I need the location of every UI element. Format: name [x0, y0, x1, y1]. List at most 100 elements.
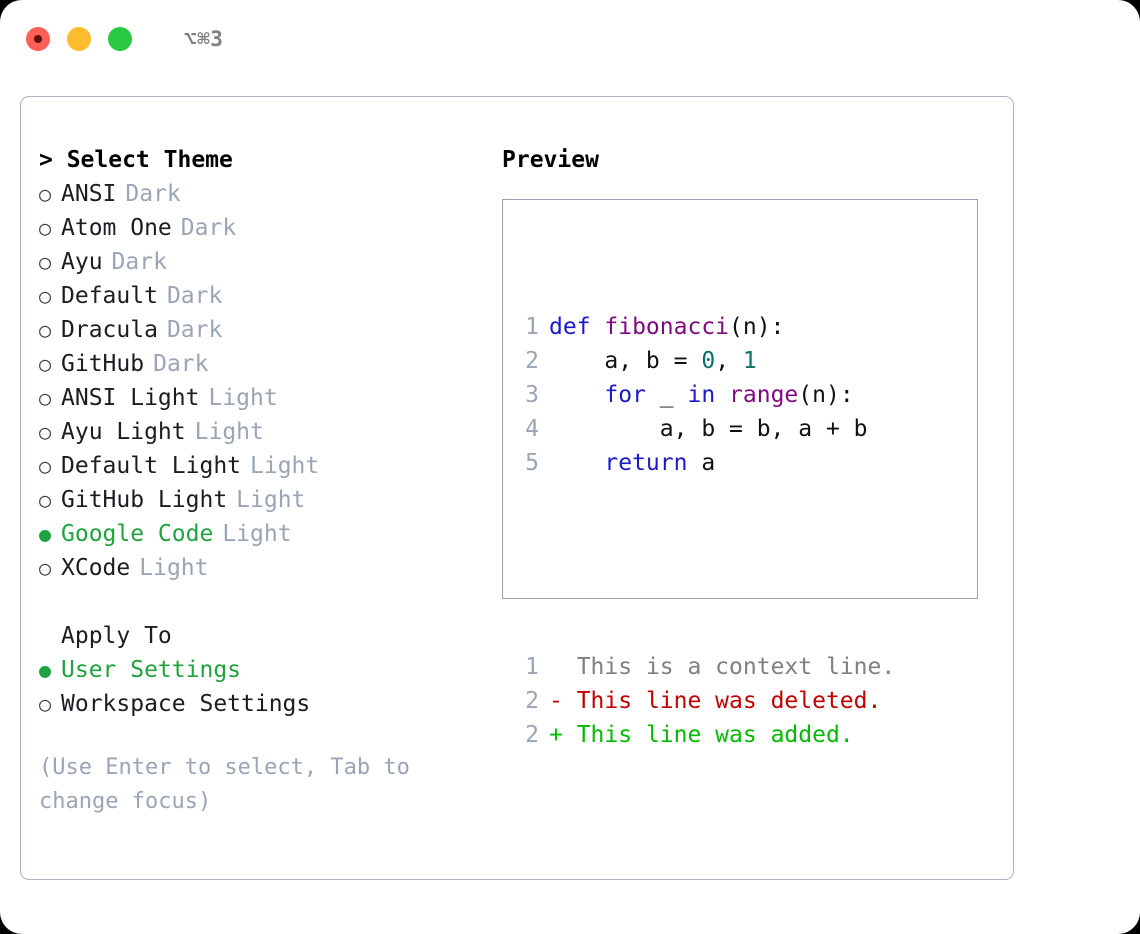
theme-option-label: GitHub: [61, 351, 145, 377]
line-number: 2: [525, 722, 539, 748]
radio-selected-icon: ●: [39, 522, 52, 546]
apply-to-option-label: User Settings: [61, 657, 242, 683]
select-theme-heading: > Select Theme: [39, 147, 233, 173]
radio-unselected-icon: ○: [39, 352, 52, 376]
line-number: 2: [525, 688, 539, 714]
theme-option-label: XCode: [61, 555, 131, 581]
radio-unselected-icon: ○: [39, 250, 52, 274]
code-token: [549, 450, 604, 476]
line-number: 3: [525, 382, 539, 408]
line-number: 1: [525, 314, 539, 340]
theme-variant-tag: Dark: [180, 215, 237, 241]
radio-unselected-icon: ○: [39, 386, 52, 410]
theme-option-label: GitHub Light: [61, 487, 228, 513]
diff-marker: [549, 654, 577, 680]
apply-to-option-label: Workspace Settings: [61, 691, 311, 717]
theme-option-label: Dracula: [61, 317, 158, 343]
radio-unselected-icon: ○: [39, 284, 52, 308]
code-token: _: [645, 382, 688, 408]
diff-marker: +: [549, 722, 577, 748]
code-token: a, b = b, a + b: [549, 416, 868, 442]
theme-option-ansi-light[interactable]: ○ ANSI Light Light: [39, 381, 479, 415]
theme-variant-tag: Light: [250, 453, 320, 479]
code-token: for: [604, 382, 646, 408]
theme-variant-tag: Dark: [166, 317, 223, 343]
theme-variant-tag: Light: [194, 419, 264, 445]
diff-text: This is a context line.: [576, 654, 896, 680]
apply-to-option-user-settings[interactable]: ● User Settings: [39, 653, 479, 687]
theme-option-label: Ayu Light: [61, 419, 186, 445]
code-line: 5 return a: [517, 446, 895, 480]
diff-text: This line was deleted.: [576, 688, 882, 714]
theme-variant-tag: Dark: [125, 181, 181, 207]
theme-option-label: Atom One: [61, 215, 172, 241]
radio-unselected-icon: ○: [39, 216, 52, 240]
radio-unselected-icon: ○: [39, 318, 52, 342]
theme-option-ayu[interactable]: ○ Ayu Dark: [39, 245, 479, 279]
theme-option-label: Google Code: [61, 521, 214, 547]
code-token: def: [549, 314, 605, 340]
window-controls: [26, 27, 132, 51]
code-token: ,: [715, 348, 743, 374]
keyboard-hint-text: (Use Enter to select, Tab to change focu…: [39, 755, 424, 814]
code-token: (n):: [729, 314, 785, 340]
section-spacer: [39, 585, 479, 619]
code-token: 1: [742, 348, 757, 374]
preview-heading: Preview: [502, 147, 599, 173]
apply-to-option-workspace-settings[interactable]: ○Workspace Settings: [39, 687, 479, 721]
diff-line-add: 2 + This line was added.: [517, 718, 895, 752]
code-line: 4 a, b = b, a + b: [517, 412, 895, 446]
maximize-button[interactable]: [108, 27, 132, 51]
code-token: in: [687, 382, 716, 408]
code-blank-line: [517, 548, 895, 582]
theme-option-dracula[interactable]: ○ Dracula Dark: [39, 313, 479, 347]
diff-text: This line was added.: [576, 722, 854, 748]
code-line: 1 def fibonacci(n):: [517, 310, 895, 344]
code-token: a: [687, 450, 716, 476]
theme-option-label: Default: [61, 283, 158, 309]
line-number: 4: [525, 416, 539, 442]
minimize-button[interactable]: [67, 27, 91, 51]
code-token: (n):: [798, 382, 854, 408]
code-token: return: [604, 450, 688, 476]
apply-to-options-list: ● User Settings ○Workspace Settings: [39, 653, 479, 721]
diff-block: 1 This is a context line.2- This line wa…: [517, 650, 895, 752]
theme-option-label: ANSI: [61, 181, 117, 207]
line-number: 2: [525, 348, 539, 374]
radio-unselected-icon: ○: [39, 488, 52, 512]
code-line: 2 a, b = 0, 1: [517, 344, 895, 378]
code-token: a, b =: [549, 348, 702, 374]
theme-option-default-light[interactable]: ○ Default Light Light: [39, 449, 479, 483]
code-token: range: [729, 382, 799, 408]
theme-option-label: ANSI Light: [61, 385, 200, 411]
code-token: fibonacci: [604, 314, 730, 340]
theme-variant-tag: Light: [139, 555, 209, 581]
close-button[interactable]: [26, 27, 50, 51]
diff-marker: -: [549, 688, 577, 714]
diff-line-ctx: 1 This is a context line.: [517, 650, 895, 684]
radio-unselected-icon: ○: [39, 454, 52, 478]
theme-option-github-light[interactable]: ○ GitHub Light Light: [39, 483, 479, 517]
theme-variant-tag: Light: [208, 385, 278, 411]
keyboard-shortcut-label: ⌥⌘3: [184, 27, 224, 51]
radio-selected-icon: ●: [39, 658, 52, 682]
theme-option-atom-one[interactable]: ○ Atom One Dark: [39, 211, 479, 245]
diff-line-del: 2- This line was deleted.: [517, 684, 895, 718]
theme-variant-tag: Light: [236, 487, 306, 513]
theme-variant-tag: Dark: [111, 249, 167, 275]
theme-option-label: Default Light: [61, 453, 242, 479]
theme-option-label: Ayu: [61, 249, 103, 275]
code-token: [549, 382, 604, 408]
code-line: 3 for _ in range(n):: [517, 378, 895, 412]
theme-variant-tag: Light: [222, 521, 292, 547]
theme-option-google-code[interactable]: ● Google Code Light: [39, 517, 479, 551]
